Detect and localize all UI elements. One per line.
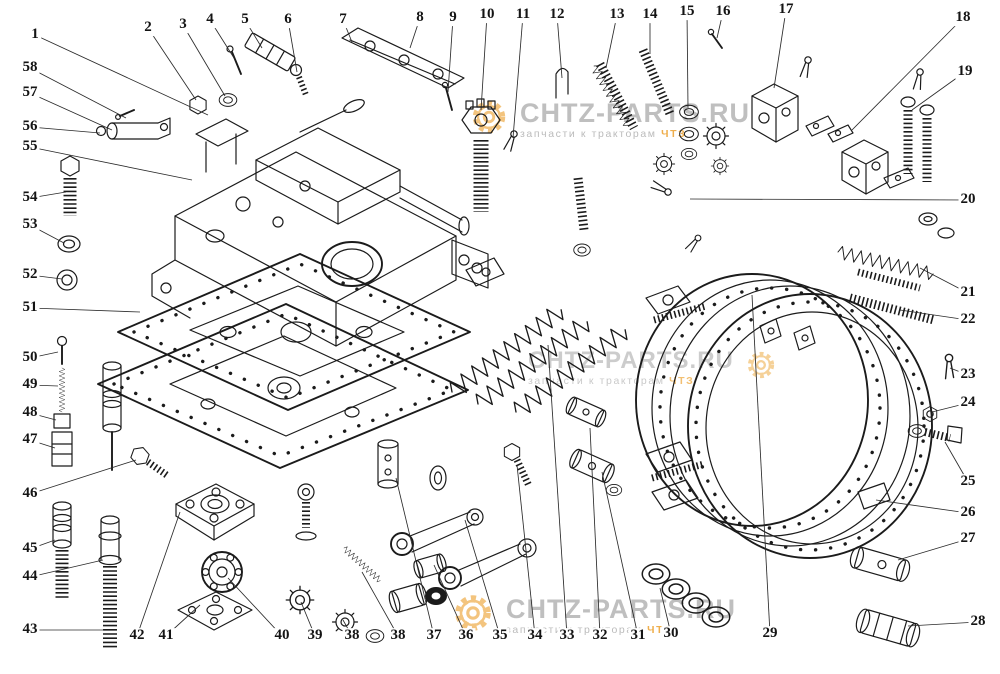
bracket-left [751,55,854,143]
cotter-nut-bolt-right [907,353,963,444]
gasket-plates [97,253,471,469]
seal-rings-row [641,563,731,628]
bracket-right [841,139,915,195]
links-and-pins [295,396,623,590]
leader-lines [29,9,979,637]
coil-springs [445,301,632,420]
roller-pins [849,546,921,648]
plug-caps [918,212,955,239]
control-valve-assembly [151,99,505,347]
threaded-stud-castle-nut [461,98,520,212]
bolts-pair [900,67,935,182]
valve-stack-left [51,335,171,648]
bolt-washers-left [56,155,81,291]
flange-bearing-gasket [175,483,255,631]
spring-and-stud-right [836,245,936,325]
lever-bar-assembly [189,27,465,115]
brake-band-assembly [635,273,933,559]
clevis-pin-assembly [95,109,171,140]
springs-studs-cluster [555,28,730,257]
